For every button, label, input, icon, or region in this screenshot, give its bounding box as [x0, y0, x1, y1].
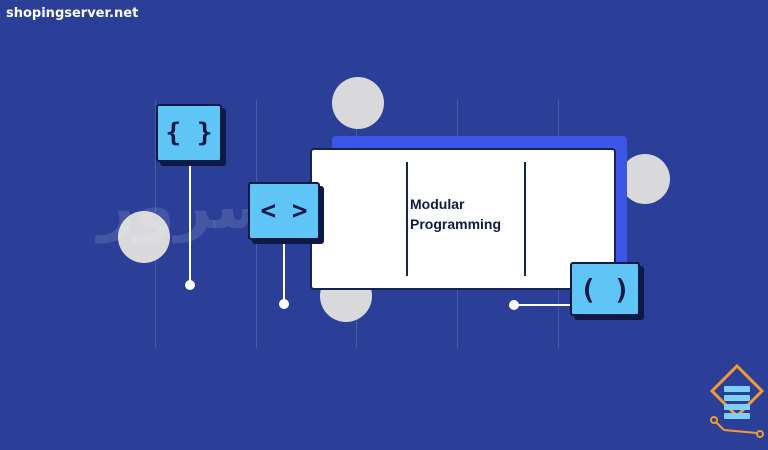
card-divider [524, 162, 526, 276]
module-card: Modular Programming [310, 148, 616, 290]
angle-bracket-icon: < > [248, 182, 320, 240]
curly-brace-label: { } [165, 118, 213, 148]
curly-brace-icon: { } [156, 104, 222, 162]
card-title: Modular Programming [410, 194, 530, 234]
decor-circle [118, 211, 170, 263]
connector-stem [516, 304, 572, 306]
server-rack-logo-icon [709, 364, 765, 438]
parentheses-label: ( ) [579, 272, 631, 306]
connector-stem [283, 242, 285, 304]
site-watermark: shopingserver.net [6, 6, 139, 21]
decor-circle [620, 154, 670, 204]
angle-bracket-label: < > [260, 196, 308, 226]
card-title-line2: Programming [410, 216, 502, 232]
connector-dot [185, 280, 195, 290]
card-divider [406, 162, 408, 276]
card-title-line1: Modular [410, 196, 465, 212]
decor-circle [332, 77, 384, 129]
connector-dot [279, 299, 289, 309]
connector-dot [509, 300, 519, 310]
connector-stem [189, 160, 191, 284]
parentheses-icon: ( ) [570, 262, 640, 316]
